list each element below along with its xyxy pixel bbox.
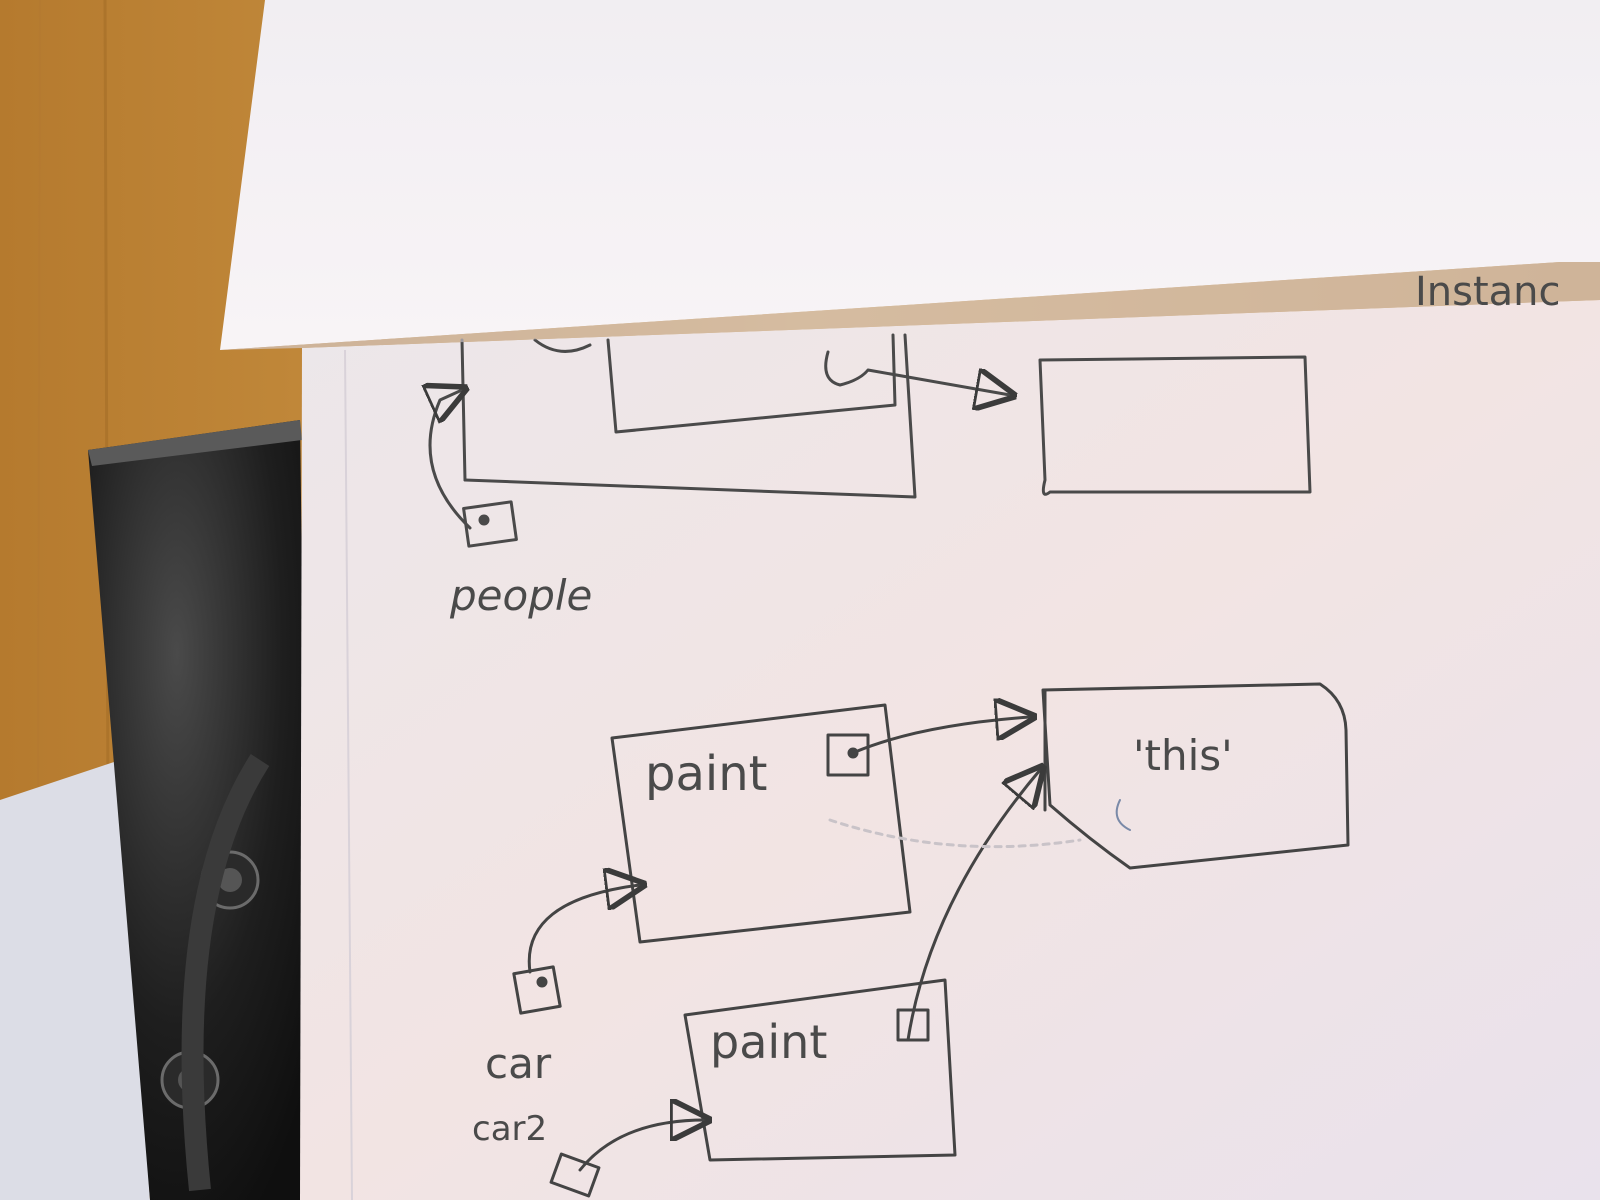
paper-top-overlay [220, 0, 1600, 350]
label-paint-1: paint [645, 746, 767, 802]
label-car: car [485, 1039, 552, 1088]
bottom-diagram [512, 682, 1350, 1198]
label-top-right-fragment: Instanc [1415, 269, 1561, 315]
label-people: people [449, 571, 592, 620]
paper-bottom-left [0, 760, 150, 1200]
top-diagram [430, 333, 1312, 548]
label-paint-2: paint [710, 1015, 827, 1069]
black-binder [88, 420, 310, 1200]
paper-main [300, 300, 1600, 1200]
label-car2: car2 [472, 1109, 547, 1149]
label-this: 'this' [1133, 731, 1233, 780]
